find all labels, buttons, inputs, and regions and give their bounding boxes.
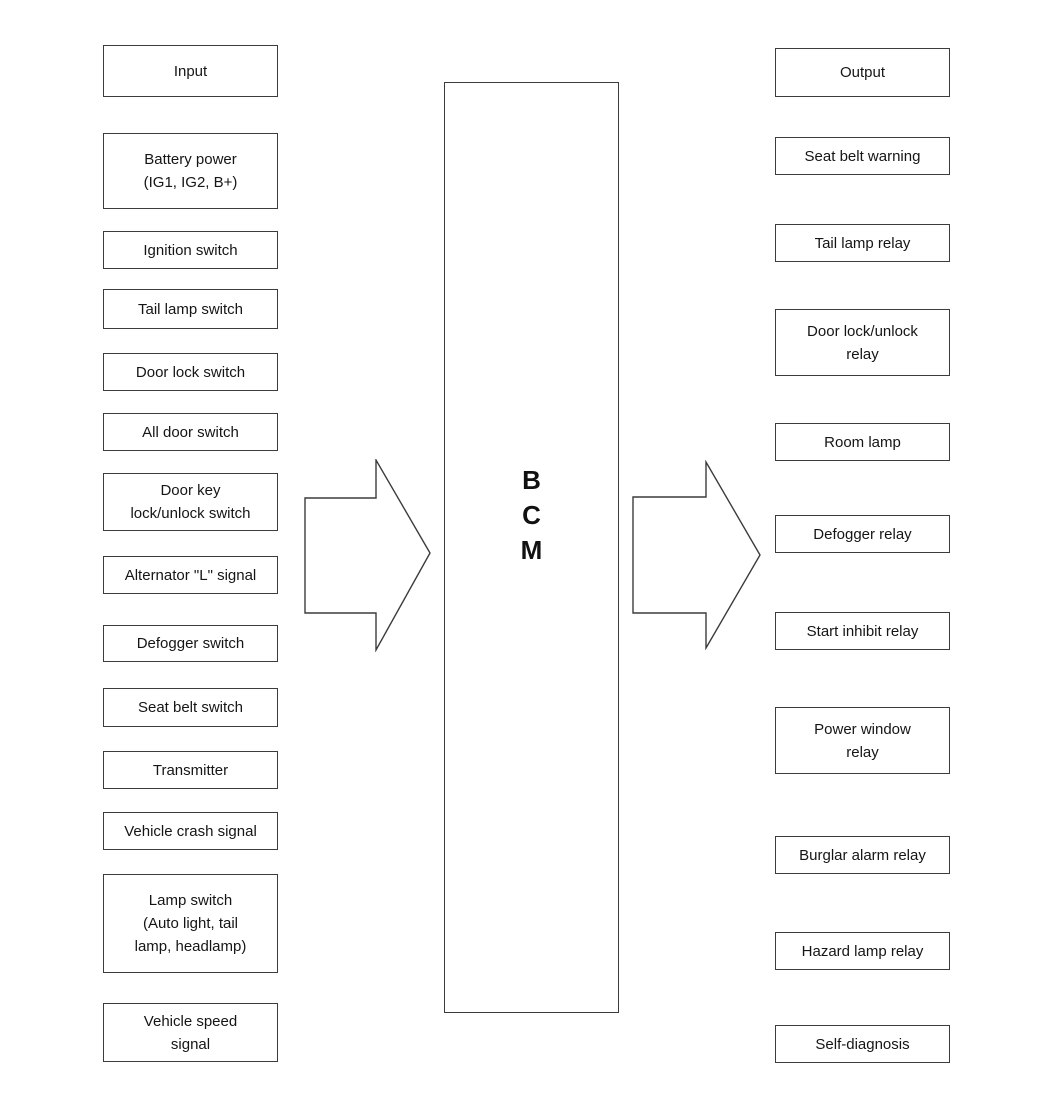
output-box-door-lock-unlock-relay: Door lock/unlock relay (775, 309, 950, 376)
output-box-burglar-alarm-relay: Burglar alarm relay (775, 836, 950, 874)
input-box-defogger-switch: Defogger switch (103, 625, 278, 662)
output-box-seat-belt-warning: Seat belt warning (775, 137, 950, 175)
input-box-tail-lamp-switch: Tail lamp switch (103, 289, 278, 329)
inputs-to-bcm-arrow-icon (304, 459, 431, 652)
bcm-box: B C M (444, 82, 619, 1013)
input-box-door-key-lock-unlock: Door key lock/unlock switch (103, 473, 278, 531)
input-box-vehicle-crash-signal: Vehicle crash signal (103, 812, 278, 850)
bcm-to-outputs-arrow-icon (632, 460, 761, 650)
bcm-label: B C M (520, 465, 543, 565)
input-box-ignition-switch: Ignition switch (103, 231, 278, 269)
output-header-box: Output (775, 48, 950, 97)
output-box-defogger-relay: Defogger relay (775, 515, 950, 553)
input-box-battery-power: Battery power (IG1, IG2, B+) (103, 133, 278, 209)
input-box-vehicle-speed-signal: Vehicle speed signal (103, 1003, 278, 1062)
output-box-start-inhibit-relay: Start inhibit relay (775, 612, 950, 650)
input-box-transmitter: Transmitter (103, 751, 278, 789)
output-box-self-diagnosis: Self-diagnosis (775, 1025, 950, 1063)
output-box-hazard-lamp-relay: Hazard lamp relay (775, 932, 950, 970)
input-box-door-lock-switch: Door lock switch (103, 353, 278, 391)
output-box-power-window-relay: Power window relay (775, 707, 950, 774)
output-box-room-lamp: Room lamp (775, 423, 950, 461)
output-box-tail-lamp-relay: Tail lamp relay (775, 224, 950, 262)
input-box-seat-belt-switch: Seat belt switch (103, 688, 278, 727)
input-box-all-door-switch: All door switch (103, 413, 278, 451)
input-box-alternator-l-signal: Alternator "L" signal (103, 556, 278, 594)
input-header-box: Input (103, 45, 278, 97)
input-box-lamp-switch: Lamp switch (Auto light, tail lamp, head… (103, 874, 278, 973)
